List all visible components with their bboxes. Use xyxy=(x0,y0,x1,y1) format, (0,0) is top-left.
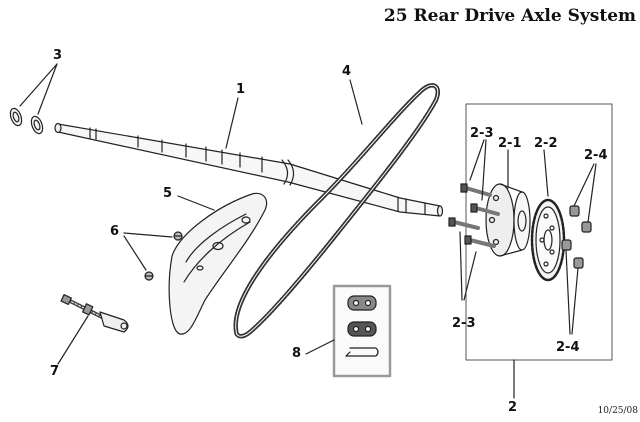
diagram-title: 25 Rear Drive Axle System xyxy=(383,6,636,26)
revision-date: 10/25/08 xyxy=(597,406,638,416)
callout-2-4-top: 2-4 xyxy=(584,148,608,163)
callout-2-3-top: 2-3 xyxy=(470,126,494,141)
drive-chain xyxy=(233,83,440,339)
guide-bolts xyxy=(144,231,183,281)
callout-4: 4 xyxy=(342,64,352,79)
callout-2: 2 xyxy=(508,400,518,415)
callout-2-1: 2-1 xyxy=(498,136,522,151)
callout-2-4-bottom: 2-4 xyxy=(556,340,580,355)
callout-6: 6 xyxy=(110,224,120,239)
callout-7: 7 xyxy=(50,364,60,379)
chain-tensioner xyxy=(60,294,129,333)
axle-hub xyxy=(485,183,531,257)
callout-2-2: 2-2 xyxy=(534,136,558,151)
hub-bolts xyxy=(448,183,500,248)
callout-3: 3 xyxy=(53,48,63,63)
rear-sprocket xyxy=(530,198,566,282)
sprocket-nuts xyxy=(561,205,592,269)
retaining-rings xyxy=(9,107,44,135)
hub-sprocket-box xyxy=(465,103,613,361)
callout-8: 8 xyxy=(292,346,302,361)
callout-2-3-bottom: 2-3 xyxy=(452,316,476,331)
master-link-kit xyxy=(332,284,392,378)
chain-guide xyxy=(168,192,268,335)
rear-axle-shaft xyxy=(54,122,444,217)
callout-5: 5 xyxy=(163,186,173,201)
callout-1: 1 xyxy=(236,82,246,97)
